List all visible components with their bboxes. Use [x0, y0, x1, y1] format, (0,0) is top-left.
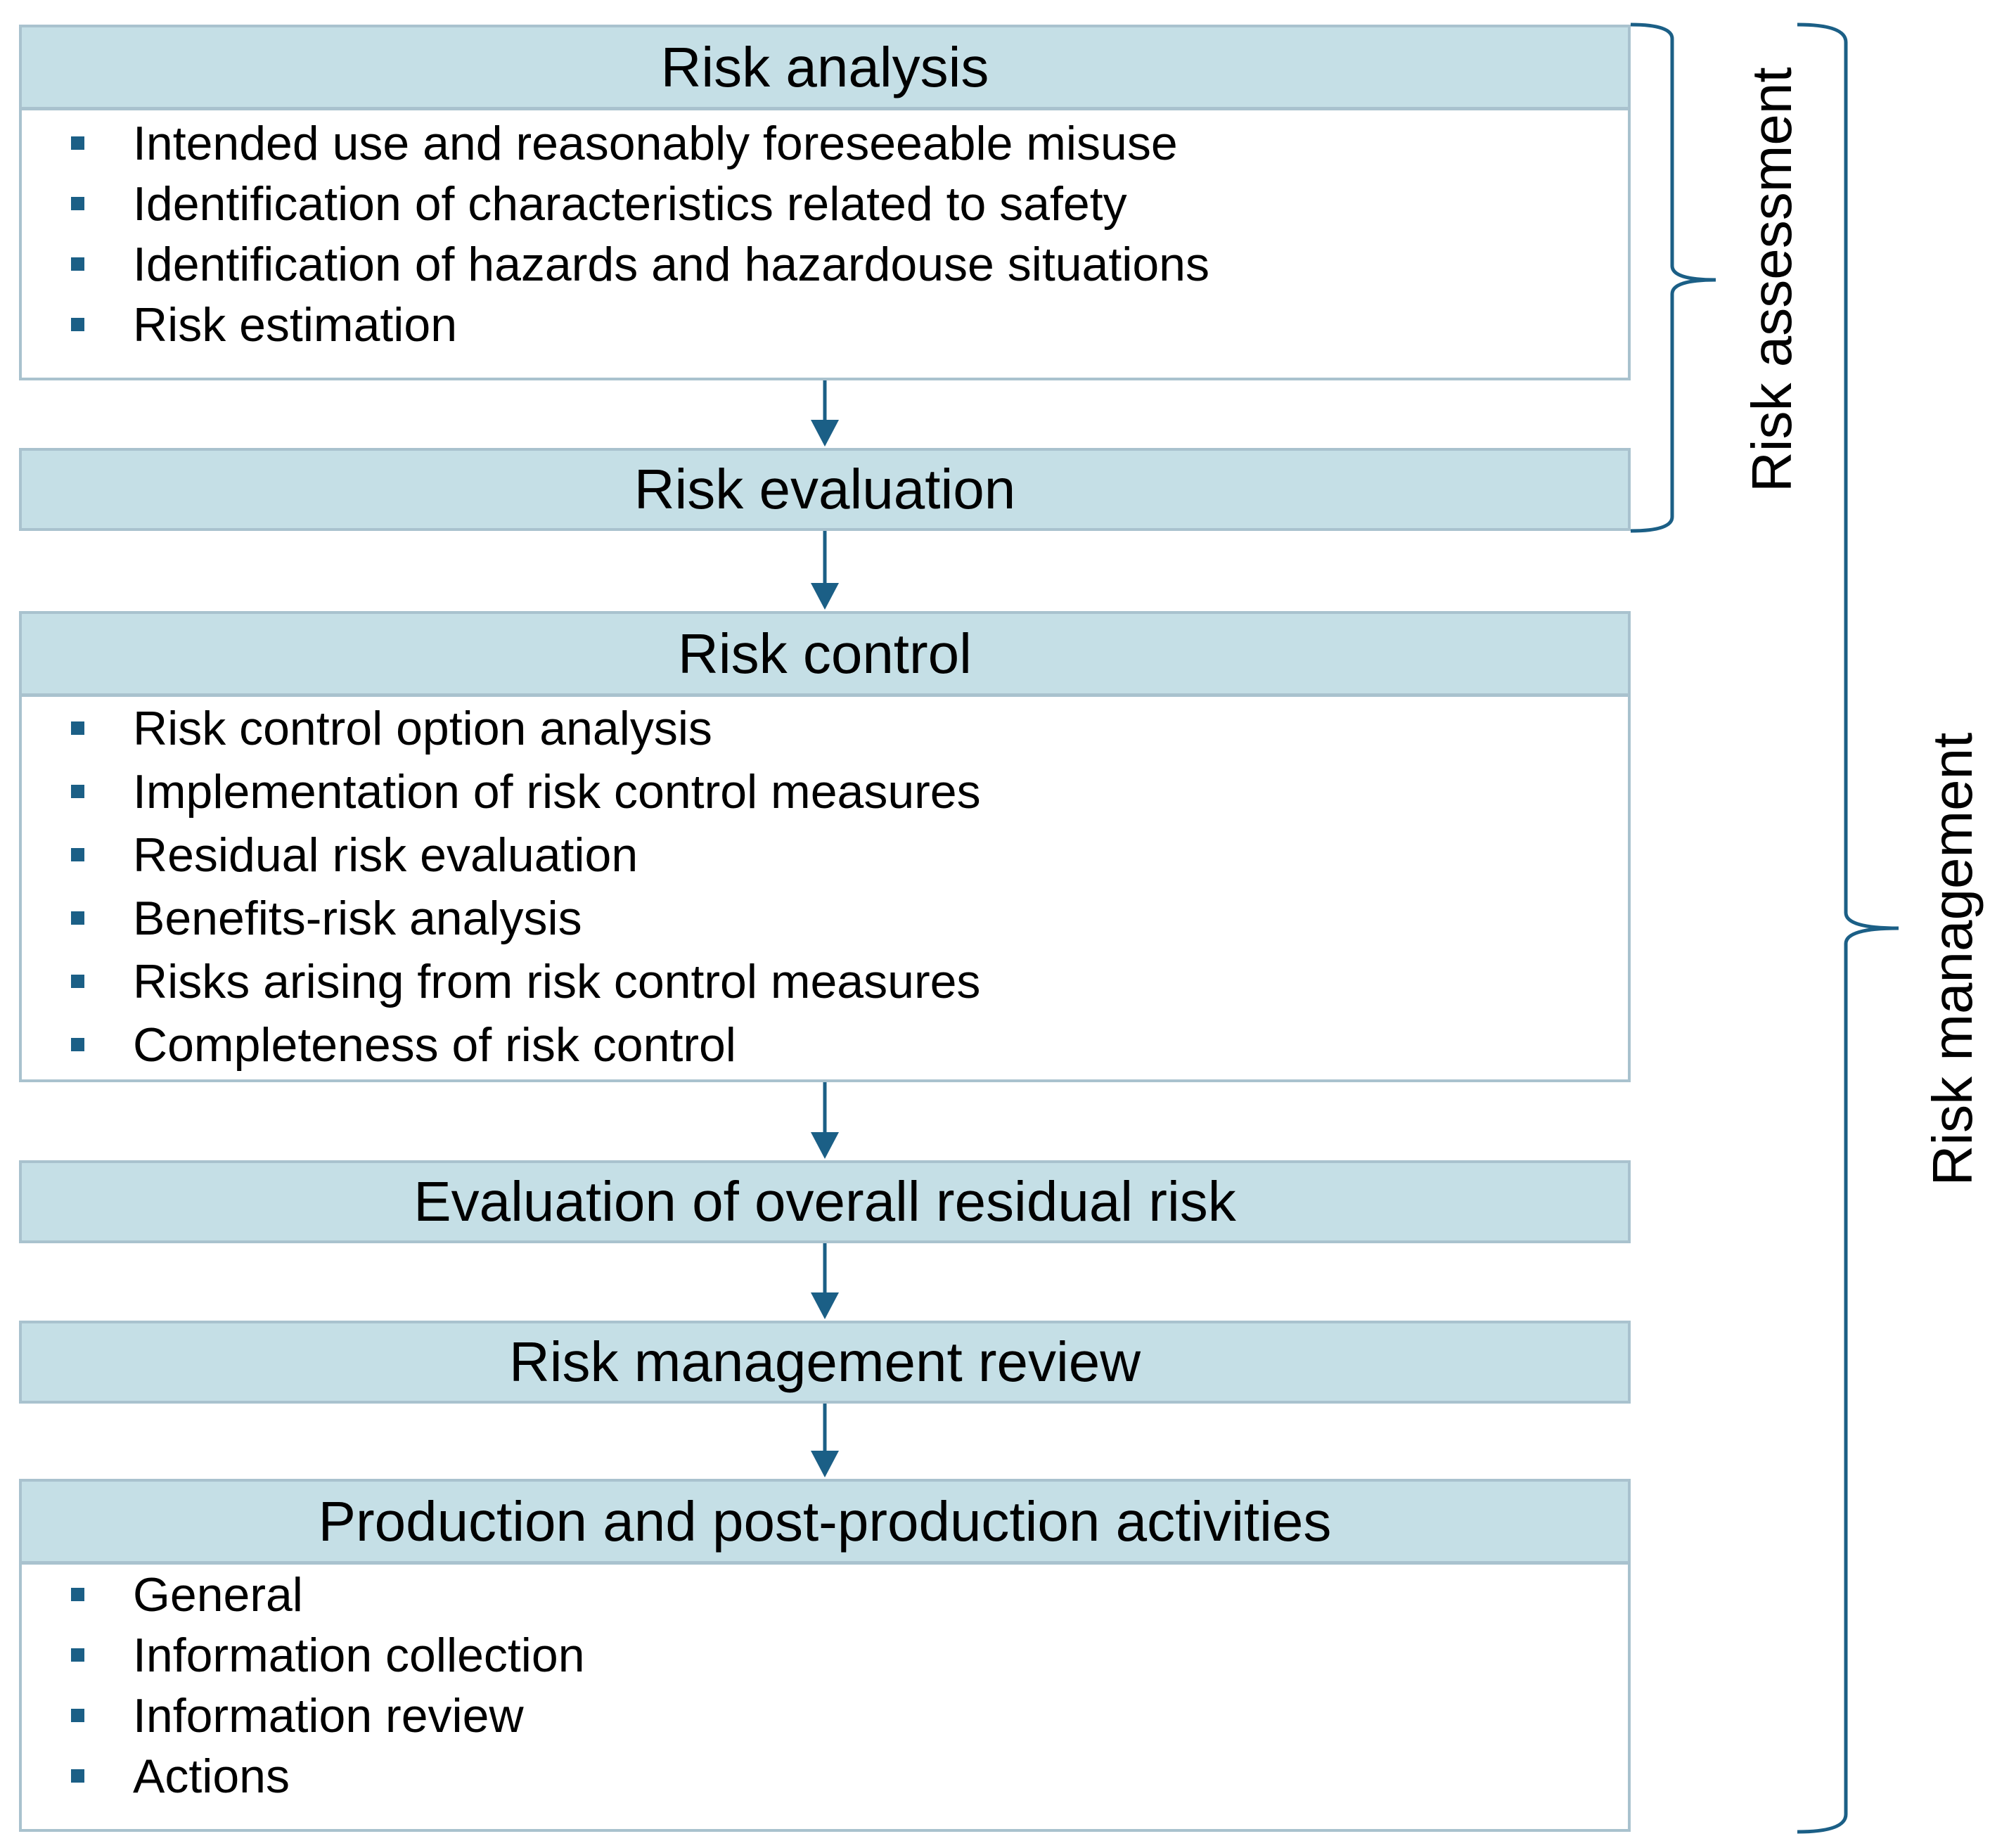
list-item: Residual risk evaluation [22, 823, 1628, 887]
list-item: Intended use and reasonably foreseeable … [22, 113, 1628, 174]
overall-residual-risk-box: Evaluation of overall residual risk [19, 1160, 1631, 1243]
risk-assessment-bracket [1630, 23, 1716, 533]
arrowhead-icon [811, 1132, 839, 1159]
list-item: Risks arising from risk control measures [22, 950, 1628, 1013]
arrowhead-icon [811, 1292, 839, 1319]
risk-evaluation-title: Risk evaluation [22, 451, 1628, 528]
bullet-icon [71, 1769, 84, 1783]
list-item: Identification of characteristics relate… [22, 174, 1628, 234]
list-item: Completeness of risk control [22, 1013, 1628, 1077]
risk-evaluation-box: Risk evaluation [19, 448, 1631, 531]
production-title: Production and post-production activitie… [22, 1482, 1628, 1565]
bullet-icon [71, 1588, 84, 1601]
list-item: Risk estimation [22, 295, 1628, 355]
risk-analysis-box: Risk analysis Intended use and reasonabl… [19, 25, 1631, 380]
list-item: Implementation of risk control measures [22, 760, 1628, 823]
risk-analysis-title: Risk analysis [22, 27, 1628, 110]
bullet-icon [71, 785, 84, 798]
bullet-icon [71, 848, 84, 861]
bullet-icon [71, 975, 84, 988]
risk-control-list: Risk control option analysis Implementat… [22, 697, 1628, 1077]
bullet-icon [71, 1709, 84, 1722]
list-item: Information review [22, 1686, 1628, 1746]
risk-assessment-label: Risk assessment [1740, 67, 1803, 492]
bullet-icon [71, 197, 84, 210]
risk-control-box: Risk control Risk control option analysi… [19, 611, 1631, 1082]
list-item: Information collection [22, 1625, 1628, 1686]
risk-control-title: Risk control [22, 614, 1628, 697]
bullet-icon [71, 1648, 84, 1662]
list-item: Risk control option analysis [22, 697, 1628, 760]
bullet-icon [71, 911, 84, 925]
list-item: General [22, 1565, 1628, 1625]
arrowhead-icon [811, 1451, 839, 1477]
arrowhead-icon [811, 420, 839, 447]
overall-residual-risk-title: Evaluation of overall residual risk [22, 1163, 1628, 1240]
risk-management-label: Risk management [1921, 732, 1984, 1186]
bullet-icon [71, 721, 84, 735]
production-list: General Information collection Informati… [22, 1565, 1628, 1807]
list-item: Benefits-risk analysis [22, 887, 1628, 950]
management-review-box: Risk management review [19, 1321, 1631, 1404]
list-item: Identification of hazards and hazardouse… [22, 234, 1628, 295]
list-item: Actions [22, 1746, 1628, 1807]
bullet-icon [71, 257, 84, 271]
production-box: Production and post-production activitie… [19, 1479, 1631, 1832]
risk-management-bracket [1797, 23, 1899, 1834]
bullet-icon [71, 1038, 84, 1051]
arrowhead-icon [811, 583, 839, 610]
risk-analysis-list: Intended use and reasonably foreseeable … [22, 110, 1628, 355]
management-review-title: Risk management review [22, 1323, 1628, 1401]
bullet-icon [71, 318, 84, 331]
bullet-icon [71, 136, 84, 150]
